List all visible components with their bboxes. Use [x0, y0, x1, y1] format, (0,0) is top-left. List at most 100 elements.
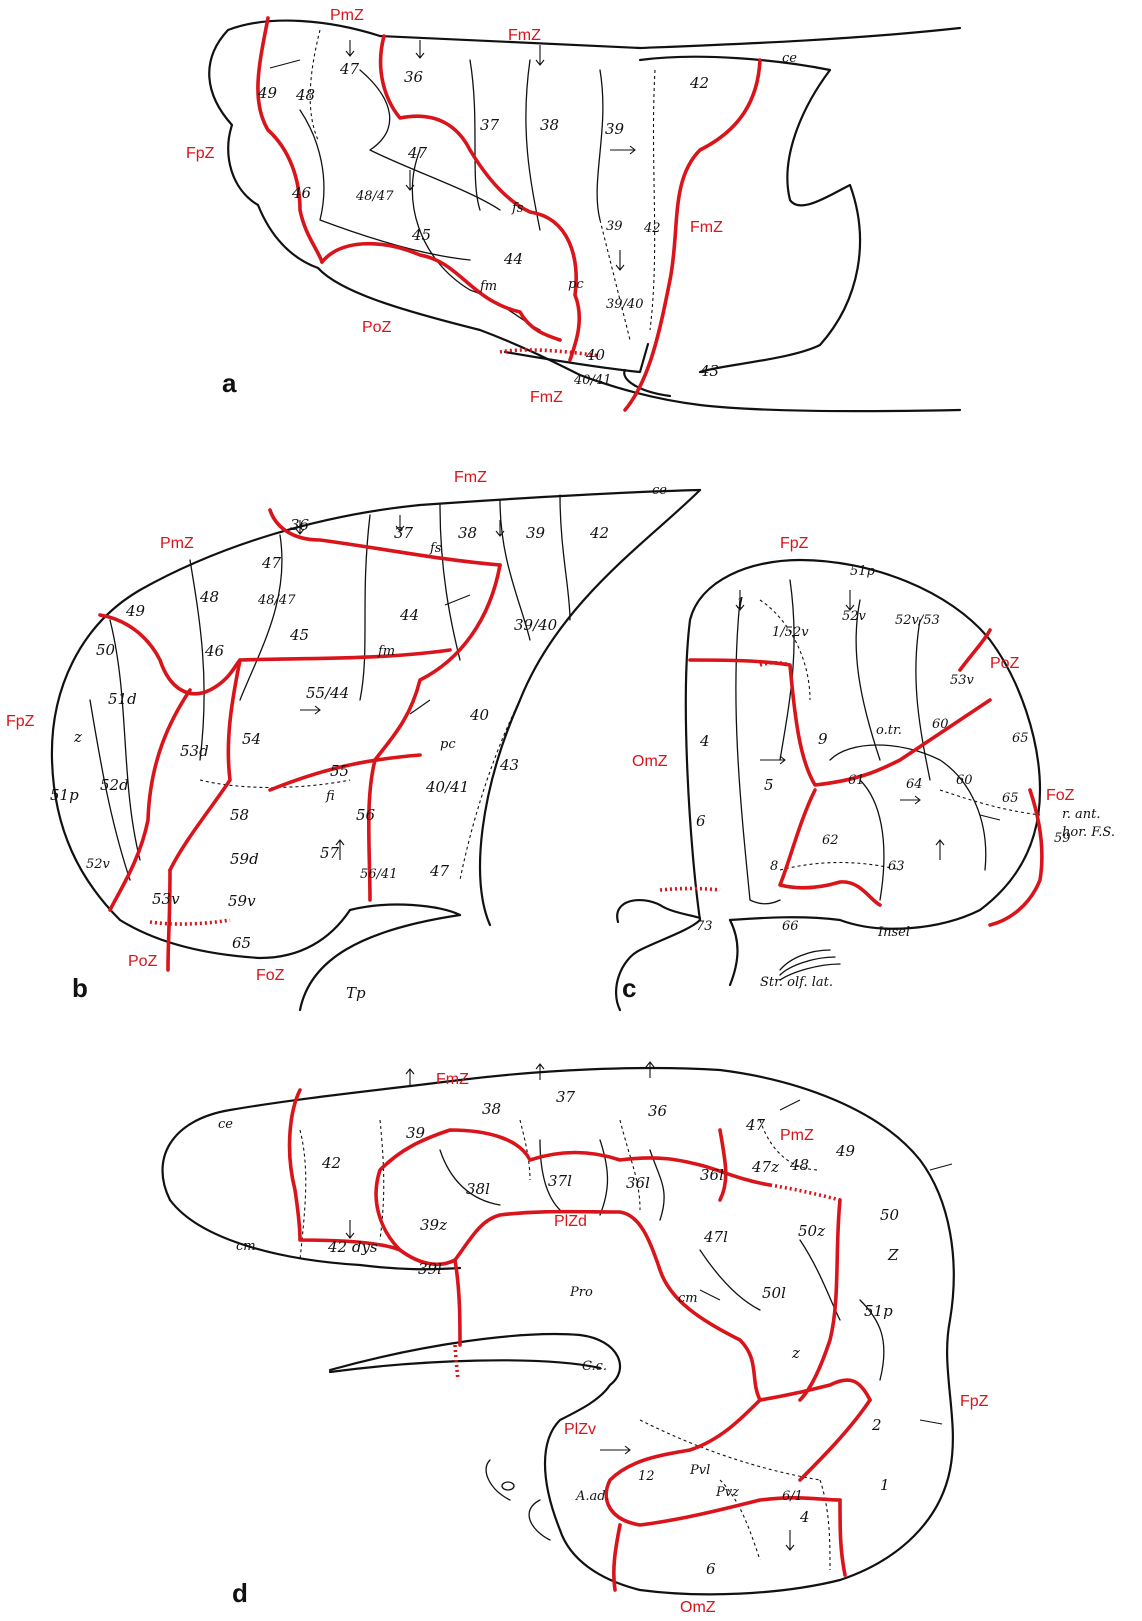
zone-label: PmZ — [780, 1127, 814, 1144]
area-label: 9 — [818, 730, 828, 748]
area-label: 42 — [643, 221, 661, 236]
area-label: pc — [568, 277, 584, 292]
area-label: 51p — [850, 564, 876, 579]
area-label: 40 — [469, 706, 490, 724]
area-label: 51p — [50, 786, 79, 804]
zone-label: PmZ — [160, 535, 194, 552]
area-label: 40 — [585, 346, 606, 364]
panel-d: d FmZ PmZ PlZd FpZ PlZv OmZ ce 42 39 38 … — [163, 1062, 989, 1616]
area-label: 42 dys — [327, 1238, 378, 1256]
area-label: 42 — [321, 1154, 341, 1172]
area-label: 36 — [648, 1102, 668, 1120]
area-label: 47 — [261, 554, 282, 572]
area-label: 6 — [696, 812, 706, 830]
area-label: 39 — [605, 120, 625, 138]
area-label: 36l — [700, 1166, 724, 1184]
area-label: 52v — [86, 857, 111, 872]
area-label: 56/41 — [360, 867, 397, 882]
area-label: 39l — [418, 1260, 442, 1278]
area-label: 37 — [556, 1088, 576, 1106]
area-label: hor. F.S. — [1062, 825, 1115, 840]
zone-label: FmZ — [530, 389, 563, 406]
panel-a-zone-labels: PmZ FmZ FpZ FmZ PoZ FmZ — [186, 7, 723, 406]
area-label: 45 — [411, 226, 431, 244]
area-label: fm — [479, 279, 497, 294]
area-label: 6 — [706, 1560, 716, 1578]
area-label: 48/47 — [257, 593, 296, 608]
area-label: Str. olf. lat. — [760, 975, 833, 990]
area-label: 5 — [764, 776, 774, 794]
area-label: 47 — [429, 862, 450, 880]
area-label: 42 — [689, 74, 709, 92]
panel-b-area-labels: 36 37 38 39 42 ce fs 47 48 48/47 49 44 4… — [50, 483, 667, 1002]
area-label: 1 — [880, 1476, 890, 1494]
area-label: fi — [325, 789, 335, 804]
area-label: 42 — [589, 524, 609, 542]
zone-label: FmZ — [690, 219, 723, 236]
area-label: 38 — [482, 1100, 501, 1118]
area-label: cm — [236, 1239, 256, 1254]
area-label: 36 — [290, 516, 310, 534]
area-label: 53v — [152, 890, 180, 908]
area-label: 52d — [100, 776, 129, 794]
area-label: 44 — [503, 250, 523, 268]
area-label: 44 — [399, 606, 419, 624]
area-label: 40/41 — [573, 373, 611, 388]
area-label: 43 — [699, 362, 719, 380]
area-label: fm — [377, 644, 395, 659]
area-label: 1 — [736, 594, 746, 612]
area-label: 39z — [420, 1216, 447, 1234]
area-label: z — [791, 1344, 800, 1362]
zone-label: PlZv — [564, 1421, 596, 1438]
area-label: ce — [652, 483, 667, 498]
zone-label: FmZ — [454, 469, 487, 486]
zone-label: FoZ — [1046, 787, 1075, 804]
area-label: 57 — [320, 844, 340, 862]
zone-label: FpZ — [960, 1393, 989, 1410]
area-label: fs — [429, 541, 442, 556]
zone-label: PoZ — [362, 319, 392, 336]
area-label: 39/40 — [514, 616, 558, 634]
zone-label: PmZ — [330, 7, 364, 24]
area-label: 50 — [880, 1206, 900, 1224]
area-label: 53v — [950, 673, 975, 688]
area-label: pc — [440, 737, 456, 752]
area-label: 47 — [339, 60, 360, 78]
area-label: 48 — [789, 1156, 809, 1174]
area-label: o.tr. — [876, 723, 902, 738]
area-label: 53d — [180, 742, 209, 760]
area-label: 66 — [782, 919, 799, 934]
area-label: C.c. — [582, 1359, 607, 1374]
area-label: Pvz — [715, 1485, 739, 1500]
area-label: 50 — [96, 641, 116, 659]
area-label: Tp — [346, 984, 366, 1002]
area-label: 38l — [466, 1180, 490, 1198]
panel-c: c FpZ PoZ OmZ FoZ 51p 1 1/52v 52v 52v/53… — [616, 535, 1115, 1010]
zone-label: FmZ — [436, 1071, 469, 1088]
area-label: ce — [218, 1117, 233, 1132]
area-label: 38 — [540, 116, 559, 134]
area-label: 39/40 — [606, 297, 643, 312]
area-label: 55/44 — [306, 684, 349, 702]
area-label: 4 — [699, 732, 710, 750]
area-label: 61 — [848, 773, 865, 788]
area-label: 63 — [888, 859, 905, 874]
area-label: 48/47 — [355, 189, 394, 204]
area-label: 48 — [295, 86, 315, 104]
zone-label: OmZ — [632, 753, 668, 770]
area-label: 49 — [257, 84, 278, 102]
zone-label: FpZ — [780, 535, 809, 552]
area-label: 43 — [499, 756, 519, 774]
panel-a-letter: a — [222, 368, 237, 398]
area-label: 48 — [199, 588, 219, 606]
area-label: 52v/53 — [895, 613, 940, 628]
area-label: 37 — [394, 524, 414, 542]
area-label: 58 — [230, 806, 249, 824]
area-label: 51p — [864, 1302, 893, 1320]
zone-label: PoZ — [990, 655, 1020, 672]
area-label: 64 — [906, 777, 923, 792]
zone-label: FoZ — [256, 967, 285, 984]
panel-b: b FmZ PmZ FpZ PoZ FoZ 36 37 38 39 42 ce … — [6, 469, 700, 1010]
panel-a-arrows — [270, 40, 635, 270]
